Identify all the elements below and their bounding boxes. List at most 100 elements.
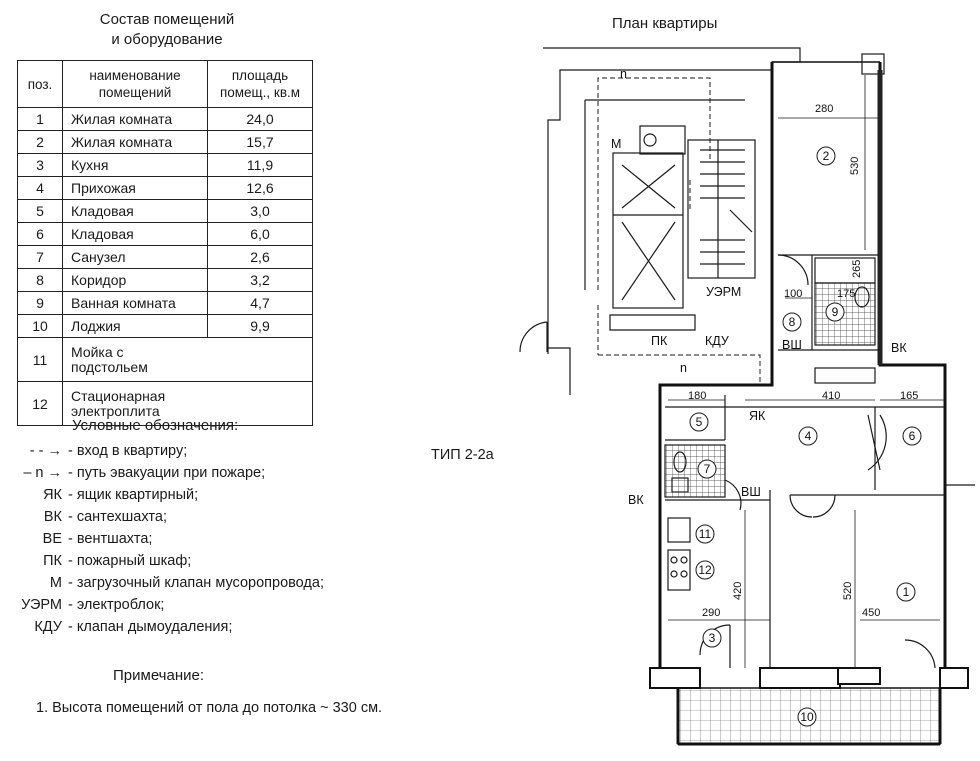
legend-description: - пожарный шкаф; (68, 553, 192, 569)
cell-pos: 11 (17, 337, 63, 382)
cell-equipment: Стационарная электроплита (62, 381, 313, 426)
legend-description: - вход в квартиру; (68, 443, 188, 459)
cell-pos: 4 (17, 176, 63, 200)
stairs (687, 139, 756, 279)
room-marker-5 (689, 412, 709, 432)
service-box (609, 314, 696, 331)
chute-valve-icon (643, 133, 657, 147)
dim-label: 420 (732, 582, 744, 600)
vent-shaft-top (861, 53, 885, 75)
room-marker-11 (695, 524, 715, 544)
table-row: 9 Ванная комната 4,7 (17, 291, 313, 315)
toilet-icon (673, 451, 687, 473)
room-number: 6 (909, 429, 916, 443)
header-name-line2: помещений (98, 85, 172, 100)
note-title: Примечание: (113, 667, 204, 684)
door-leaf-6 (867, 414, 881, 471)
header-area-line1: площадь (231, 68, 289, 83)
legend-description: - путь эвакуации при пожаре; (68, 465, 266, 481)
room-marker-4 (798, 426, 818, 446)
cell-pos: 3 (17, 153, 63, 177)
label-m: М (611, 137, 621, 151)
legend-title: Условные обозначения: (72, 417, 239, 434)
legend-symbol: ЯК (43, 487, 62, 503)
table-title-line2: и оборудование (111, 31, 223, 48)
room-number: 3 (709, 631, 716, 645)
room-marker-8 (782, 312, 802, 332)
room-number: 5 (696, 415, 703, 429)
table-header-row: поз. наименование помещений площадь поме… (17, 60, 313, 108)
dim-label: 530 (849, 157, 861, 175)
cell-area: 4,7 (207, 291, 313, 315)
label-vk: ВК (891, 341, 907, 355)
wall-block (649, 667, 701, 689)
cell-area: 12,6 (207, 176, 313, 200)
room-number: 9 (832, 305, 839, 319)
legend-symbol: КДУ (34, 619, 62, 635)
legend-symbol: М (49, 575, 62, 591)
table-row: 5 Кладовая 3,0 (17, 199, 313, 223)
equipment-line1: Мойка с (71, 343, 124, 360)
legend-description: - ящик квартирный; (68, 487, 199, 503)
room-number: 2 (823, 149, 830, 163)
dim-label: 450 (862, 607, 880, 619)
room-marker-12 (695, 560, 715, 580)
cell-name: Лоджия (62, 314, 208, 338)
dim-label: 175 (837, 288, 855, 300)
apartment-wall-right (878, 62, 947, 668)
label-pk: ПК (651, 334, 668, 348)
elevator-shaft-2 (621, 221, 676, 301)
label-vsh: ВШ (741, 485, 761, 499)
dim-label: 180 (688, 390, 706, 402)
table-title: Состав помещений и оборудование (17, 10, 317, 50)
dim-label: 100 (784, 288, 802, 300)
bath-tiles (814, 282, 876, 346)
cell-area: 2,6 (207, 245, 313, 269)
table-row: 7 Санузел 2,6 (17, 245, 313, 269)
cell-name: Ванная комната (62, 291, 208, 315)
cell-area: 11,9 (207, 153, 313, 177)
header-pos: поз. (17, 60, 63, 108)
room-marker-2 (816, 146, 836, 166)
dim-label: 165 (900, 390, 918, 402)
header-area: площадь помещ., кв.м (207, 60, 313, 108)
room-marker-1 (896, 582, 916, 602)
bathtub (814, 257, 876, 284)
dim-label: 520 (842, 582, 854, 600)
room-number: 11 (699, 527, 712, 541)
closet-shelf (814, 367, 876, 384)
cell-name: Кладовая (62, 199, 208, 223)
table-title-line1: Состав помещений (99, 11, 235, 28)
rooms-table: поз. наименование помещений площадь поме… (17, 60, 313, 426)
room-marker-6 (902, 426, 922, 446)
path-n-label: n (680, 361, 687, 375)
chute-box (639, 125, 686, 155)
stairwell-wall-lower (547, 347, 571, 395)
legend: - - → - вход в квартиру; – n → - путь эв… (0, 443, 460, 643)
label-yak: ЯК (749, 409, 766, 423)
legend-description: - загрузочный клапан мусоропровода; (68, 575, 324, 591)
header-area-line2: помещ., кв.м (219, 85, 301, 100)
double-door-room1 (789, 494, 836, 518)
equipment-line2: электроплита (71, 402, 160, 419)
room-marker-3 (702, 628, 722, 648)
room-number: 1 (903, 585, 910, 599)
dim-label: 410 (822, 390, 840, 402)
cell-name: Кухня (62, 153, 208, 177)
washbasin-icon (854, 286, 870, 308)
elevator-shaft-1 (621, 164, 676, 209)
equipment-line2: подстольем (71, 358, 148, 375)
legend-description: - сантехшахта; (68, 509, 168, 525)
room-number: 12 (698, 563, 712, 577)
room-marker-7 (697, 459, 717, 479)
dim-label: 280 (815, 103, 833, 115)
apartment-wall-left (658, 62, 774, 668)
legend-description: - клапан дымоудаления; (68, 619, 233, 635)
evacuation-path (597, 77, 711, 290)
room-marker-9 (825, 302, 845, 322)
radiator-block (837, 667, 881, 685)
legend-symbol: ВЕ (42, 531, 62, 547)
label-uerm: УЭРМ (706, 285, 741, 299)
type-label: ТИП 2-2а (431, 447, 494, 463)
